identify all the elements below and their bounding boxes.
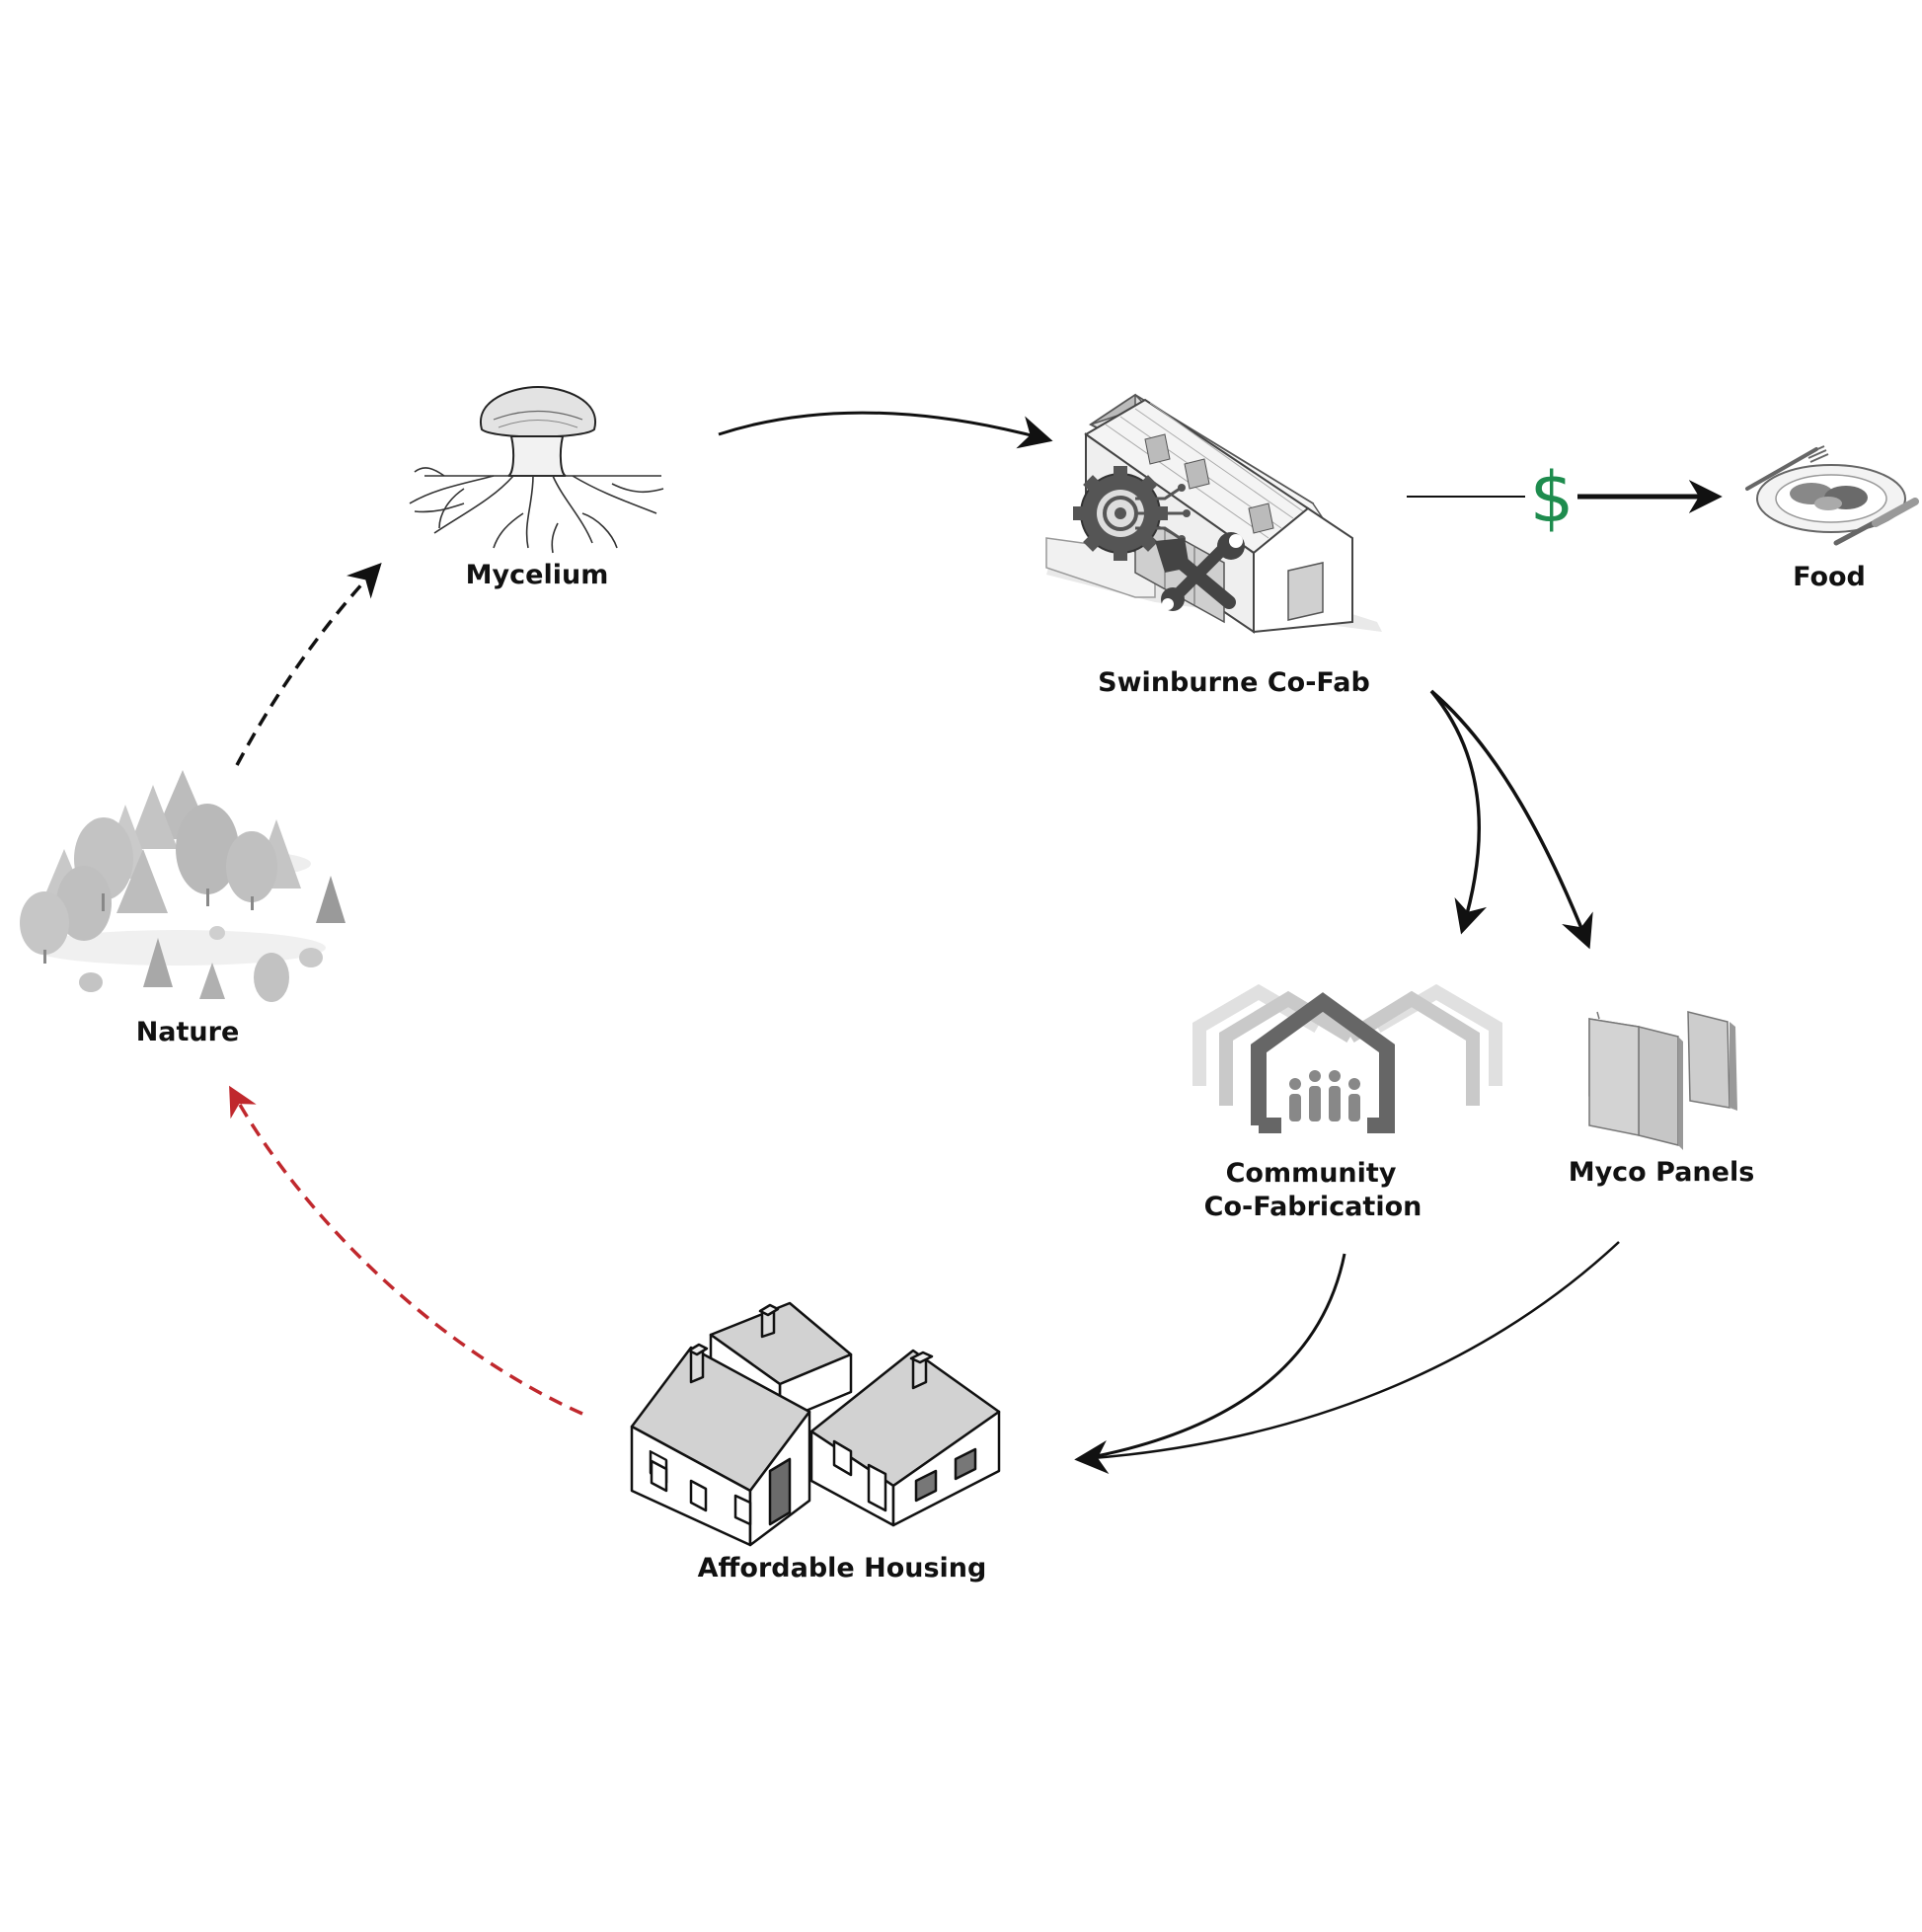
arrow-cofab-to-panels — [1429, 689, 1593, 950]
arrow-mycelium-to-cofab — [718, 411, 1053, 449]
tools-icon — [1155, 532, 1245, 611]
forest-illustration — [20, 770, 346, 1002]
cofab-label: Swinburne Co-Fab — [1098, 667, 1370, 698]
myco-panels-icon — [1588, 1011, 1737, 1150]
plate-food-icon — [1745, 445, 1919, 546]
houses-illustration — [630, 1301, 1001, 1547]
arrow-community-to-housing — [1080, 1253, 1346, 1461]
housing-label: Affordable Housing — [698, 1553, 987, 1584]
community-label-line1: Community — [1226, 1158, 1397, 1189]
currency-symbol: $ — [1530, 457, 1575, 538]
mushroom-icon — [409, 385, 664, 554]
food-label: Food — [1793, 562, 1866, 592]
community-label-line2: Co-Fabrication — [1204, 1192, 1422, 1222]
community-house-icon — [1192, 983, 1502, 1133]
nature-label: Nature — [136, 1017, 240, 1047]
mycelium-label: Mycelium — [466, 560, 609, 590]
gear-icon — [1073, 466, 1191, 561]
arrow-cofab-to-community — [1429, 689, 1488, 935]
panels-label: Myco Panels — [1569, 1157, 1755, 1188]
arrow-housing-to-nature — [229, 1085, 583, 1416]
arrow-panels-to-housing — [1074, 1241, 1620, 1474]
community-people-icon — [1289, 1070, 1360, 1121]
arrow-nature-to-mycelium — [235, 563, 382, 766]
